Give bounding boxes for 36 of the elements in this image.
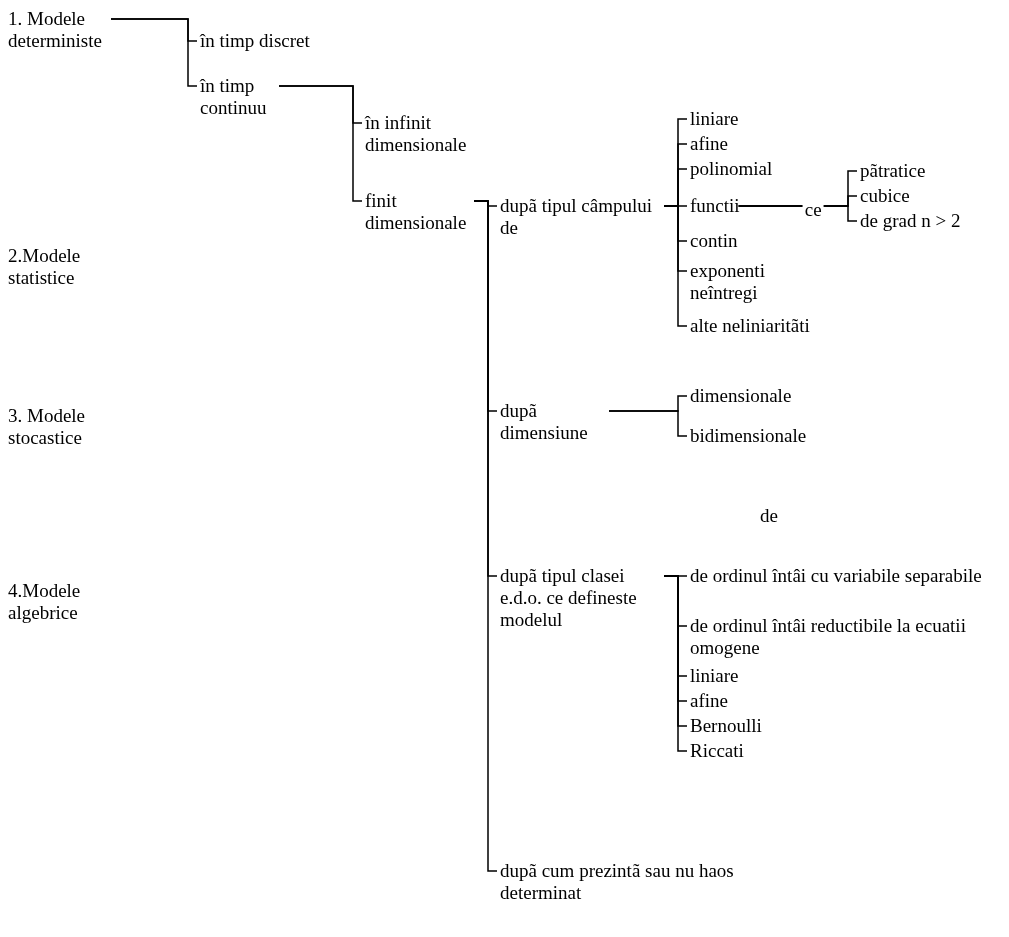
bracket-connector xyxy=(278,85,363,202)
tree-item-text: Riccati xyxy=(690,740,744,762)
tree-item-text: 3. Modele stocastice xyxy=(8,405,138,449)
tree-item-text: finit dimensionale xyxy=(365,190,475,234)
bracket-connector xyxy=(473,200,498,872)
bracket-connector xyxy=(110,18,198,87)
tree-item-text: dupã tipul clasei e.d.o. ce defineste modelul xyxy=(500,565,665,631)
tree-item-text: polinomial xyxy=(690,158,773,180)
tree-item-text: dupã tipul câmpului de xyxy=(500,195,665,239)
tree-item-text: de ordinul întâi reductibile la ecuatii omogene xyxy=(690,615,1000,659)
tree-item-text: în timp discret xyxy=(200,30,310,52)
tree-item-text: dimensionale xyxy=(690,385,792,407)
tree-item-text: de ordinul întâi cu variabile separabile xyxy=(690,565,982,587)
tree-item-text: 1. Modele deterministe xyxy=(8,8,112,52)
bracket-connector xyxy=(737,205,858,222)
tree-item-text: 2.Modele statistice xyxy=(8,245,138,289)
tree-item-text: în timp continuu xyxy=(200,75,280,119)
tree-item-text: bidimensionale xyxy=(690,425,807,447)
tree-item-text: alte neliniaritãti xyxy=(690,315,810,337)
tree-item-text: în infinit dimensionale xyxy=(365,112,495,156)
tree-item-text: liniare xyxy=(690,108,739,130)
tree-item-text: 4.Modele algebrice xyxy=(8,580,138,624)
tree-item-text: dupã cum prezintã sau nu haos determinat xyxy=(500,860,780,904)
tree-item-text: afine xyxy=(690,690,728,712)
tree-item-text: functii xyxy=(690,195,740,217)
bracket-connector xyxy=(608,410,688,437)
tree-item-text: de grad n > 2 xyxy=(860,210,961,232)
note-text: de xyxy=(760,505,778,527)
tree-item-text: exponenti neîntregi xyxy=(690,260,800,304)
tree-item-text: pãtratice xyxy=(860,160,926,182)
tree-item-text: dupã dimensiune xyxy=(500,400,610,444)
tree-item-text: afine xyxy=(690,133,728,155)
tree-item-text: cubice xyxy=(860,185,910,207)
tree-item-text: liniare xyxy=(690,665,739,687)
tree-item-text: contin xyxy=(690,230,738,252)
tree-item-text: Bernoulli xyxy=(690,715,762,737)
